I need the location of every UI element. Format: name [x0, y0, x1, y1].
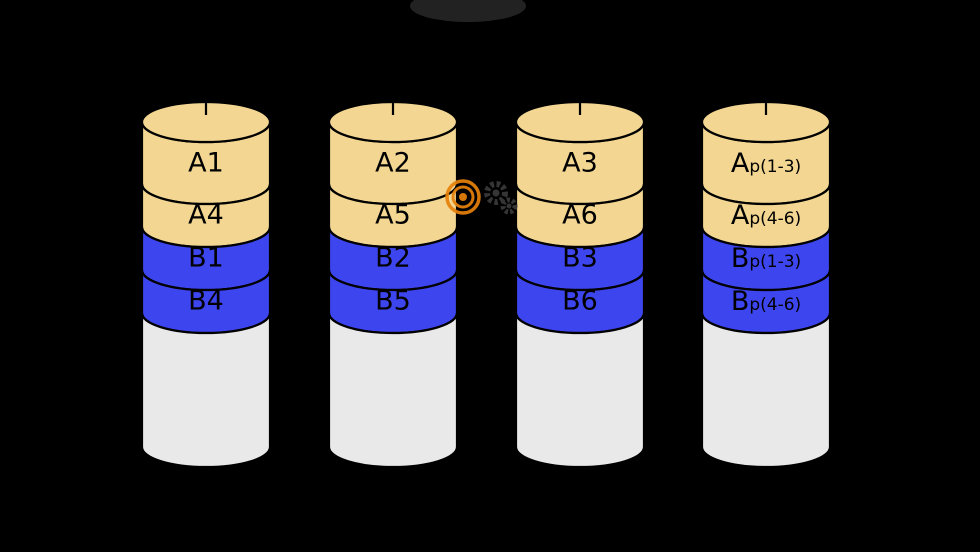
disk-4-label-4-sub: p(4-6) [749, 295, 801, 315]
disk-1-label-3: B1 [188, 243, 224, 274]
watermark-spiral-mid [451, 185, 475, 209]
disk-3-label-3: B3 [562, 243, 598, 274]
watermark-gear-small-hub [506, 203, 512, 209]
disk-4-label-1-main: A [731, 148, 750, 179]
watermark-gear-small-icon [500, 197, 518, 215]
disk-3-label-4: B6 [562, 286, 598, 317]
cropped-top-artifact [410, 0, 526, 22]
disk-2-label-4: B5 [375, 286, 411, 317]
disk-3: A3 A6 B3 B6 [514, 100, 646, 469]
disk-4-label-4: Bp(4-6) [731, 286, 801, 317]
watermark-spiral-outer [445, 179, 481, 215]
disk-4-label-2-main: A [731, 200, 750, 231]
disk-4-label-2: Ap(4-6) [731, 200, 801, 231]
disk-4: Ap(1-3) Ap(4-6) Bp(1-3) Bp(4-6) [700, 100, 832, 469]
disk-2-label-2: A5 [375, 200, 411, 231]
watermark-gear-large-hub [492, 189, 500, 197]
disk-4-label-3-sub: p(1-3) [749, 252, 801, 272]
disk-4-label-2-sub: p(4-6) [749, 209, 801, 229]
disk-2-body [327, 312, 459, 469]
watermark-logo [445, 179, 518, 215]
disk-1-label-1: A1 [188, 148, 224, 179]
disk-4-label-4-main: B [731, 286, 750, 317]
disk-4-label-1: Ap(1-3) [731, 148, 801, 179]
watermark-spiral-center [459, 193, 467, 201]
disk-2-label-3: B2 [375, 243, 411, 274]
disk-1: A1 A4 B1 B4 [140, 100, 272, 469]
disk-1-body [140, 312, 272, 469]
disk-4-label-1-sub: p(1-3) [749, 157, 801, 177]
disk-4-label-3-main: B [731, 243, 750, 274]
disk-4-body [700, 312, 832, 469]
watermark-gear-large-icon [484, 181, 508, 205]
disk-3-body [514, 312, 646, 469]
disk-2: A2 A5 B2 B5 [327, 100, 459, 469]
disk-2-label-1: A2 [375, 148, 411, 179]
disk-1-label-4: B4 [188, 286, 224, 317]
disk-3-label-1: A3 [562, 148, 598, 179]
disk-4-label-3: Bp(1-3) [731, 243, 801, 274]
disk-1-label-2: A4 [188, 200, 224, 231]
disk-3-label-2: A6 [562, 200, 598, 231]
